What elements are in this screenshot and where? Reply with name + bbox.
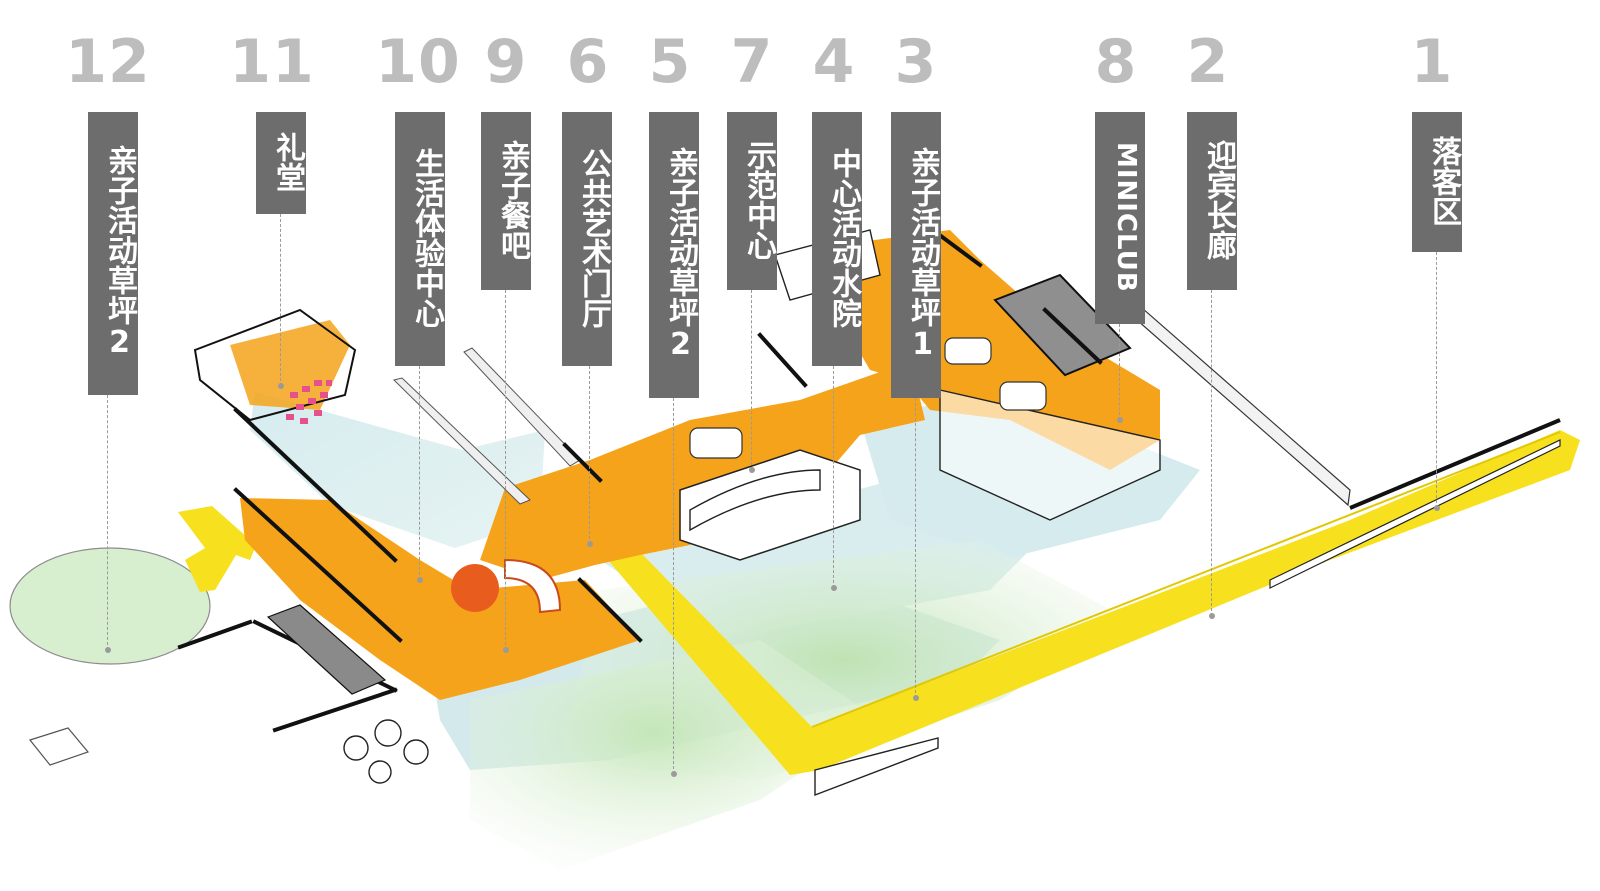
- leader-dot-12: [105, 647, 111, 653]
- orange-floor-main: [480, 372, 925, 580]
- zone-number-9: 9: [484, 27, 528, 97]
- leader-7: [751, 290, 752, 470]
- water-basin-west: [250, 392, 545, 548]
- zone-label-11: 礼堂: [256, 112, 306, 214]
- zone-label-2: 迎宾长廊: [1187, 112, 1237, 290]
- zone-label-9: 亲子餐吧: [481, 112, 531, 290]
- demo-center-curve: [689, 469, 821, 532]
- pavilion-3: [999, 381, 1047, 411]
- zone-number-4: 4: [812, 27, 856, 97]
- leader-3: [915, 398, 916, 698]
- zone-number-3: 3: [894, 27, 938, 97]
- leader-8: [1119, 324, 1120, 420]
- leader-12: [107, 395, 108, 650]
- zone-number-8: 8: [1094, 27, 1138, 97]
- pavilion-2: [944, 337, 992, 365]
- zone-label-12: 亲子活动草坪2: [88, 112, 138, 395]
- east-gallery-roof: [1349, 418, 1561, 510]
- leader-9: [505, 290, 506, 650]
- leader-dot-2: [1209, 613, 1215, 619]
- glass-fin-1: [393, 377, 531, 505]
- zone-number-6: 6: [566, 27, 610, 97]
- yellow-walkway: [608, 430, 1580, 775]
- leader-11: [280, 214, 281, 386]
- vehicle: [28, 727, 90, 766]
- zone-number-1: 1: [1410, 27, 1454, 97]
- walkway-fence-east: [1269, 439, 1561, 589]
- yellow-walkway-west: [178, 506, 256, 592]
- zone-label-6: 公共艺术门厅: [562, 112, 612, 366]
- orange-floor-west: [240, 498, 640, 700]
- art-installation: [286, 380, 332, 424]
- zone-label-5: 亲子活动草坪2: [649, 112, 699, 398]
- leader-dot-9: [503, 647, 509, 653]
- zone-number-10: 10: [375, 27, 461, 97]
- canopy-pavilion: [266, 604, 387, 695]
- pavilion-1: [689, 427, 743, 459]
- leader-dot-6: [587, 541, 593, 547]
- circular-seating: [451, 564, 499, 612]
- leader-dot-7: [749, 467, 755, 473]
- walkway-fence: [814, 737, 939, 797]
- leader-dot-8: [1117, 417, 1123, 423]
- walkway-edge: [811, 431, 1561, 728]
- zone-number-7: 7: [730, 27, 774, 97]
- leader-5: [673, 398, 674, 774]
- leader-dot-10: [417, 577, 423, 583]
- zone-label-10: 生活体验中心: [395, 112, 445, 366]
- cafe-umbrellas: [343, 719, 429, 784]
- leader-4: [833, 366, 834, 588]
- orange-floor-auditorium: [230, 320, 350, 410]
- leader-10: [419, 366, 420, 580]
- zone-label-7: 示范中心: [727, 112, 777, 290]
- leader-dot-3: [913, 695, 919, 701]
- zone-label-8: MINICLUB: [1095, 112, 1145, 324]
- zone-label-4: 中心活动水院: [812, 112, 862, 366]
- leader-dot-11: [278, 383, 284, 389]
- east-block-volume: [939, 389, 1161, 521]
- zone-label-3: 亲子活动草坪1: [891, 112, 941, 398]
- tiered-seating: [504, 558, 562, 614]
- leader-dot-1: [1434, 505, 1440, 511]
- leader-dot-4: [831, 585, 837, 591]
- lawn-circle-west: [9, 547, 211, 665]
- zone-number-12: 12: [65, 27, 151, 97]
- zone-number-11: 11: [229, 27, 315, 97]
- zone-label-1: 落客区: [1412, 112, 1462, 252]
- zone-number-5: 5: [648, 27, 692, 97]
- leader-dot-5: [671, 771, 677, 777]
- leader-2: [1211, 290, 1212, 616]
- leader-6: [589, 366, 590, 544]
- zone-number-2: 2: [1186, 27, 1230, 97]
- leader-1: [1436, 252, 1437, 508]
- auditorium-volume: [193, 308, 357, 422]
